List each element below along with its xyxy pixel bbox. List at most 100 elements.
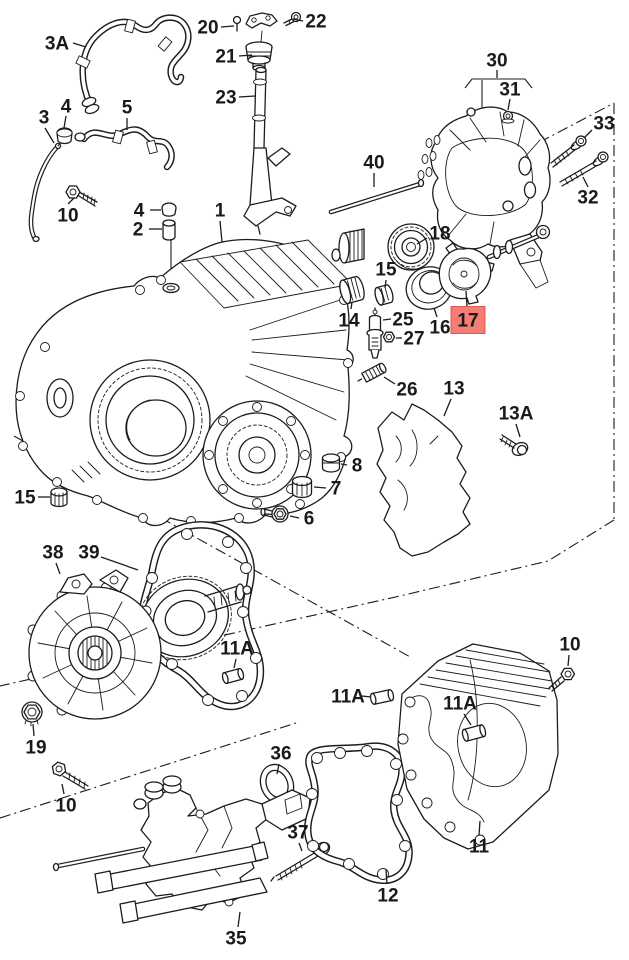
leader-line-35 <box>237 911 241 928</box>
part-label-6: 6 <box>289 509 315 530</box>
leader-line-8 <box>340 463 348 466</box>
leader-line-19 <box>32 723 35 737</box>
part-label-37: 37 <box>287 823 309 852</box>
part-number-32: 32 <box>577 188 598 209</box>
leader-line-10-top-left <box>67 197 75 205</box>
part-nut-31 <box>501 110 515 124</box>
part-number-11: 11 <box>469 837 490 858</box>
part-cap-4-top <box>56 127 73 145</box>
leader-line-25 <box>382 318 392 321</box>
part-final-drive-38 <box>27 569 252 720</box>
part-label-39: 39 <box>78 543 139 571</box>
leader-line-18 <box>416 237 428 245</box>
part-label-14: 14 <box>338 301 360 332</box>
part-number-31: 31 <box>499 80 521 101</box>
part-bolt-37 <box>270 841 331 882</box>
part-number-22: 22 <box>305 12 326 33</box>
part-number-13: 13 <box>443 379 464 400</box>
part-cover-11 <box>397 643 559 850</box>
part-number-3: 3 <box>39 108 50 129</box>
part-label-15-left: 15 <box>14 488 50 509</box>
part-label-35: 35 <box>225 911 247 950</box>
part-number-4-mid: 4 <box>134 201 145 222</box>
part-label-10-top-left: 10 <box>57 197 79 227</box>
part-number-25: 25 <box>392 310 414 331</box>
part-number-11a-left: 11A <box>220 639 254 660</box>
part-filler-tube-23 <box>243 66 297 235</box>
part-number-7: 7 <box>331 479 342 500</box>
part-number-36: 36 <box>270 744 291 765</box>
part-guard-13 <box>376 403 471 557</box>
leader-line-17 <box>465 290 468 307</box>
leader-line-6 <box>289 515 300 519</box>
part-number-12: 12 <box>377 886 398 907</box>
leader-line-11a-right <box>463 713 472 726</box>
part-hose-3a <box>75 14 192 115</box>
part-spline-gear <box>331 228 365 264</box>
group-bracket-30 <box>464 78 533 89</box>
part-number-33: 33 <box>593 114 614 135</box>
part-number-6: 6 <box>304 509 315 530</box>
part-number-4-top: 4 <box>61 97 72 118</box>
part-mech-35 <box>52 775 311 924</box>
leader-line-23 <box>238 95 256 98</box>
part-label-19: 19 <box>25 723 47 759</box>
section-divider-bottom-left <box>0 722 297 819</box>
part-screw-32 <box>559 151 609 187</box>
leader-line-36 <box>276 763 280 775</box>
highlight-box-17 <box>450 306 486 334</box>
part-number-38: 38 <box>42 543 63 564</box>
part-label-23: 23 <box>215 88 256 109</box>
part-label-21: 21 <box>215 47 253 68</box>
part-plug-6 <box>260 505 289 523</box>
part-plug-15-left <box>50 487 68 508</box>
part-label-4-mid: 4 <box>134 201 161 222</box>
part-label-1: 1 <box>215 201 226 243</box>
part-gasket-12 <box>304 742 413 884</box>
part-cap-4-mid <box>161 202 177 217</box>
part-label-3: 3 <box>39 108 55 144</box>
part-label-7: 7 <box>313 479 342 500</box>
part-label-25: 25 <box>382 310 414 331</box>
part-label-18: 18 <box>416 224 451 245</box>
part-label-11: 11 <box>469 820 490 858</box>
part-label-11a-left: 11A <box>220 639 254 669</box>
part-label-10-bottom-right: 10 <box>559 635 581 667</box>
part-label-32: 32 <box>577 176 599 209</box>
part-hose-5 <box>74 126 175 171</box>
part-label-33: 33 <box>583 114 615 139</box>
part-label-30: 30 <box>486 51 508 78</box>
leader-line-10-bottom-left <box>61 783 65 795</box>
leader-line-12 <box>385 869 388 885</box>
part-label-20: 20 <box>197 18 235 39</box>
part-pin-bracket-20 <box>232 12 278 43</box>
part-number-11a-mid: 11A <box>331 687 365 708</box>
part-label-4-top: 4 <box>61 97 72 129</box>
part-number-40: 40 <box>363 153 384 174</box>
part-number-17: 17 <box>457 311 478 332</box>
part-number-5: 5 <box>122 98 133 119</box>
leader-line-22 <box>292 18 304 22</box>
part-number-15-left: 15 <box>14 488 36 509</box>
part-number-14: 14 <box>338 311 360 332</box>
leader-line-4-top <box>63 115 67 129</box>
leader-line-31 <box>507 98 511 111</box>
part-number-1: 1 <box>215 201 226 222</box>
leader-line-13 <box>443 398 452 417</box>
part-switch-25 <box>366 307 384 359</box>
leader-line-32 <box>582 176 589 188</box>
leader-line-21 <box>238 54 253 57</box>
part-nut-19 <box>21 701 43 727</box>
part-number-16: 16 <box>429 318 450 339</box>
leader-line-10-bottom-right <box>567 654 570 667</box>
part-number-13a: 13A <box>499 404 534 425</box>
part-label-11a-mid: 11A <box>331 687 372 708</box>
part-number-39: 39 <box>78 543 99 564</box>
part-label-2: 2 <box>133 220 162 241</box>
part-label-5: 5 <box>122 98 133 130</box>
part-bearing-15-mid <box>374 284 394 306</box>
leader-line-33 <box>583 129 593 139</box>
